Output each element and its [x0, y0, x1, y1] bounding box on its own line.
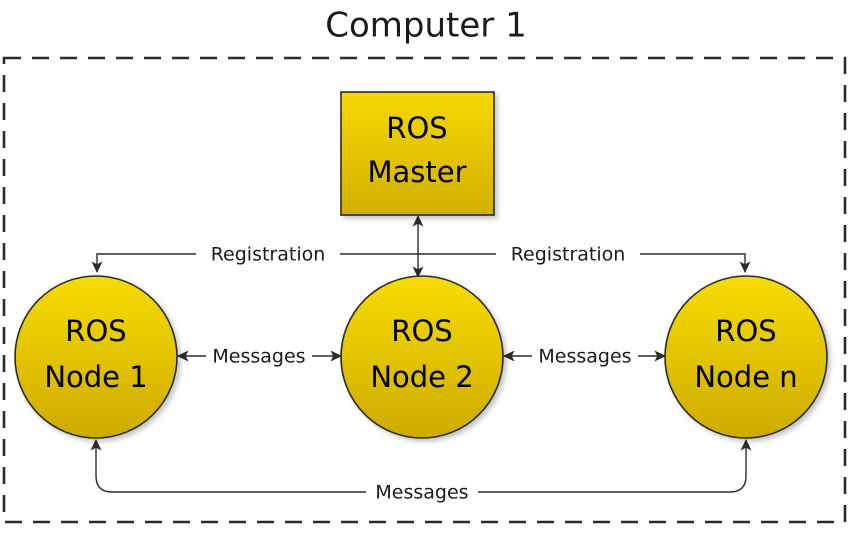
page-title: Computer 1	[325, 6, 526, 46]
node-ros-node-2[interactable]: ROS Node 2	[340, 275, 504, 439]
ros-master-label-line2: Master	[367, 155, 466, 189]
edge-label-registration-left: Registration	[211, 244, 326, 266]
ros-node-n-shape[interactable]	[664, 275, 828, 439]
node-ros-node-n[interactable]: ROS Node n	[664, 275, 828, 439]
node-ros-node-1[interactable]: ROS Node 1	[14, 275, 178, 439]
messages-1-2-label-bg	[206, 345, 312, 368]
ros-node-n-label-line1: ROS	[715, 314, 776, 348]
messages-1-n-label-bg	[366, 481, 478, 504]
ros-node-1-shape[interactable]	[14, 275, 178, 439]
computer-boundary	[2, 56, 847, 524]
edge-label-messages-node1-node2: Messages	[212, 346, 305, 368]
ros-master-label-line1: ROS	[386, 111, 447, 145]
ros-node-2-label-line1: ROS	[391, 314, 452, 348]
edge-label-messages-node1-noden: Messages	[375, 482, 468, 504]
registration-left-label-bg	[196, 243, 340, 266]
edge-label-registration-right: Registration	[511, 244, 626, 266]
ros-node-1-label-line2: Node 1	[44, 360, 147, 394]
ros-node-2-label-line2: Node 2	[370, 360, 473, 394]
ros-master-shape[interactable]	[340, 91, 495, 216]
ros-node-n-label-line2: Node n	[694, 360, 797, 394]
registration-right-label-bg	[496, 243, 640, 266]
edge-label-messages-node2-noden: Messages	[538, 346, 631, 368]
ros-node-2-shape[interactable]	[340, 275, 504, 439]
ros-node-1-label-line1: ROS	[65, 314, 126, 348]
messages-2-n-label-bg	[532, 345, 638, 368]
node-ros-master[interactable]: ROS Master	[340, 91, 495, 216]
